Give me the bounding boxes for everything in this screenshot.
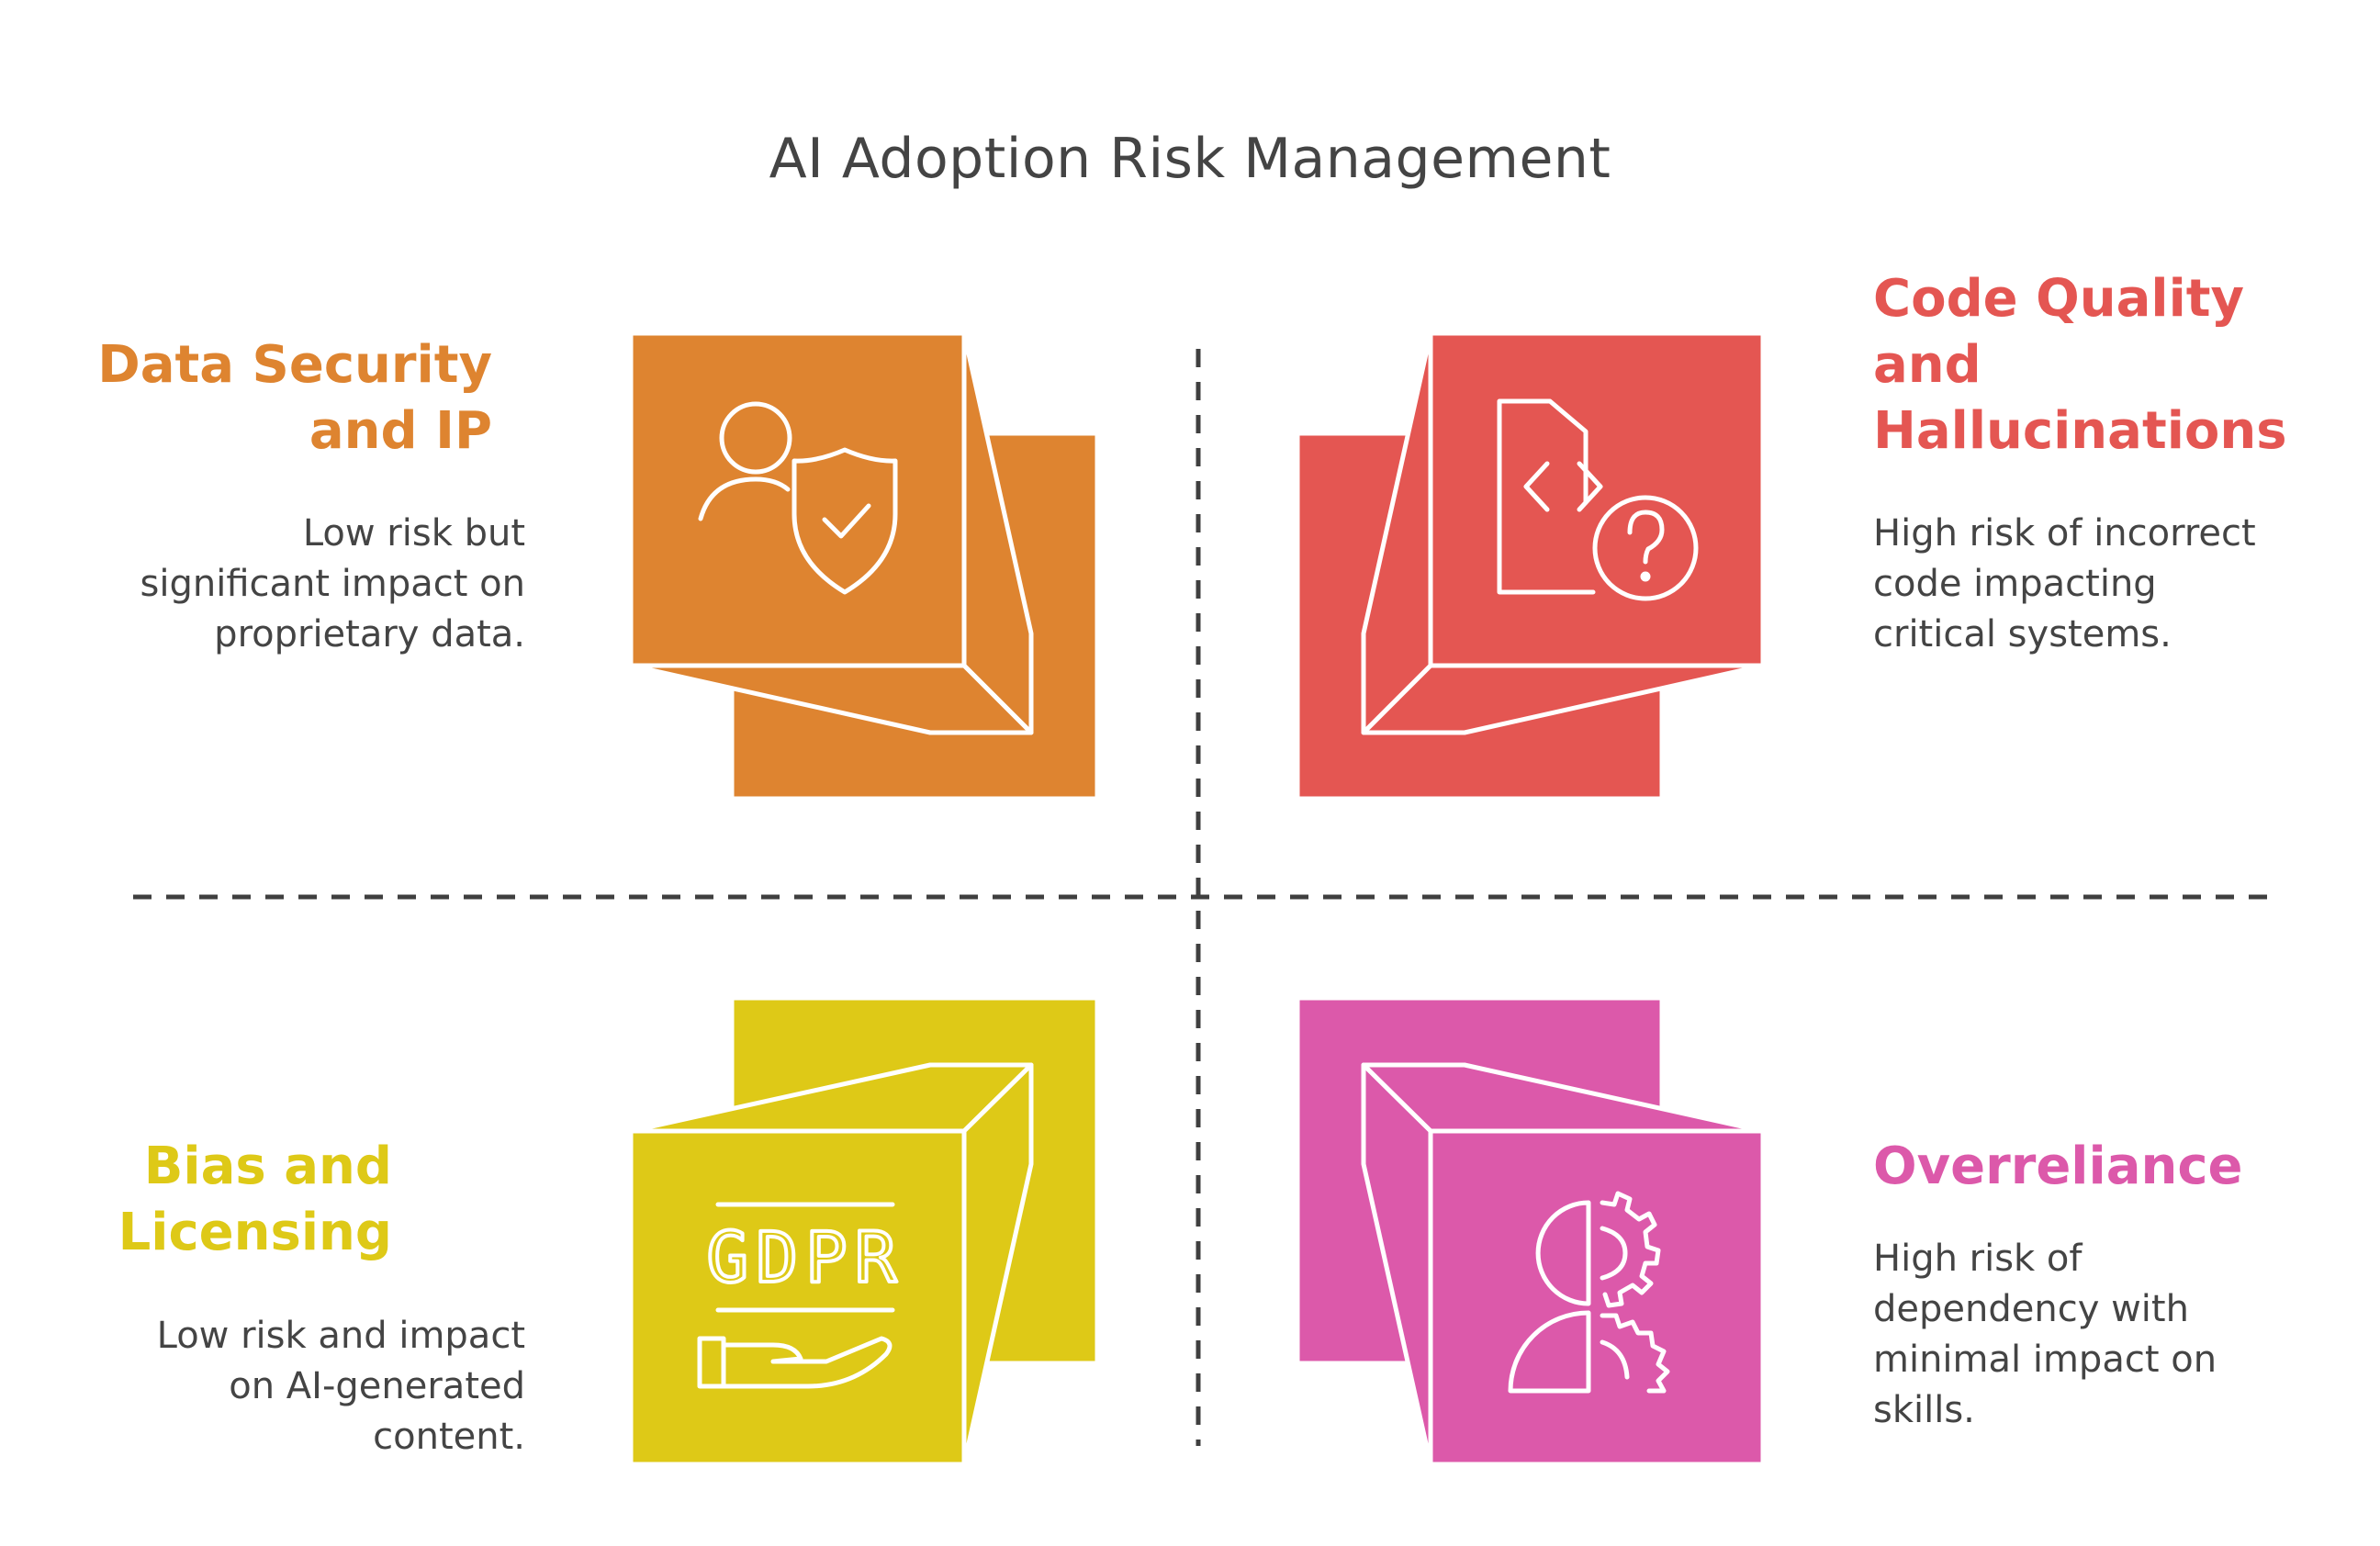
data-security-graphic [628,330,1100,801]
data-security-description: Low risk but significant impact on propr… [140,512,525,655]
bias-licensing-graphic: GDPR [628,995,1100,1467]
overreliance-front-square [1428,1128,1766,1467]
data-security-front-square [628,330,967,668]
overreliance-graphic [1295,995,1766,1467]
code-quality-front-square [1428,330,1766,668]
gdpr-hand-icon [697,1202,895,1389]
bias-licensing-front-square [628,1128,967,1467]
bias-licensing-heading: Bias and Licensing [118,1137,392,1262]
page-title: AI Adoption Risk Management [769,127,1611,191]
user-shield-icon [698,401,898,595]
code-quality-heading: Code Quality and Hallucinations [1873,269,2287,461]
gdpr-text: GDPR [706,1216,904,1298]
bias-licensing-description: Low risk and impact on AI-generated cont… [156,1315,525,1458]
code-document-question-icon [1497,398,1699,601]
code-quality-description: High risk of incorrect code impacting cr… [1873,512,2256,655]
overreliance-heading: Overreliance [1873,1137,2243,1196]
data-security-heading: Data Security and IP [97,335,492,461]
code-quality-graphic [1295,330,1766,801]
overreliance-description: High risk of dependency with minimal imp… [1873,1238,2217,1431]
head-gear-icon [1508,1191,1670,1394]
